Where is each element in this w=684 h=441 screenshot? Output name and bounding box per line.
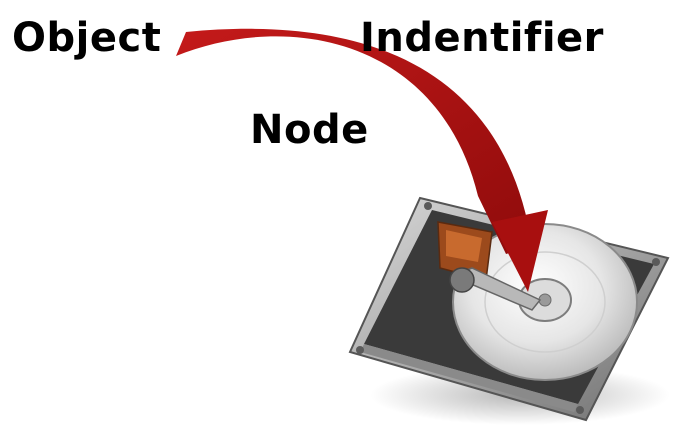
label-object: Object [12,15,162,61]
curved-arrow-icon [176,28,548,292]
arrow-head [492,210,548,292]
label-node: Node [250,107,369,153]
case-screw [356,346,364,354]
platter-ring [484,251,606,353]
drive-connector [360,344,578,412]
label-identifier: Indentifier [360,15,604,61]
case-screw [576,406,584,414]
actuator-pivot [449,267,475,293]
hard-disk-drive-icon [348,196,670,425]
drive-actuator-highlight [446,230,482,262]
case-screw [424,202,432,210]
case-screw [652,258,660,266]
arrow-shaft [176,28,532,254]
